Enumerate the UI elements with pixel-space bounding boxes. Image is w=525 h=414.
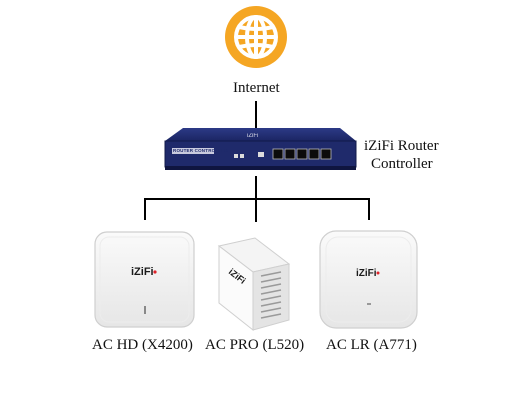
router-panel-text: ROUTER CONTROLLER [173,148,228,153]
ap3-brand-logo: iZiFi [356,268,377,279]
ap3-logo-dot [376,271,380,275]
internet-label: Internet [233,80,280,96]
bus-line [144,198,370,220]
ap-ac-lr [319,230,418,329]
ap-ac-hd [94,231,195,328]
router-label-line2: Controller [371,156,433,172]
ap1-brand-logo: iZiFi [131,266,154,278]
device-label-ac-hd: AC HD (X4200) [92,337,193,353]
globe-icon [225,6,287,68]
router-brand-text: iZiFi [247,133,258,139]
ap-ac-pro [217,237,291,332]
ap1-logo-dot [153,270,157,274]
device-label-ac-pro: AC PRO (L520) [205,337,305,353]
router-label-line1: iZiFi Router [364,138,439,154]
device-label-ac-lr: AC LR (A771) [326,337,417,353]
router-device: iZiFi [164,128,357,170]
